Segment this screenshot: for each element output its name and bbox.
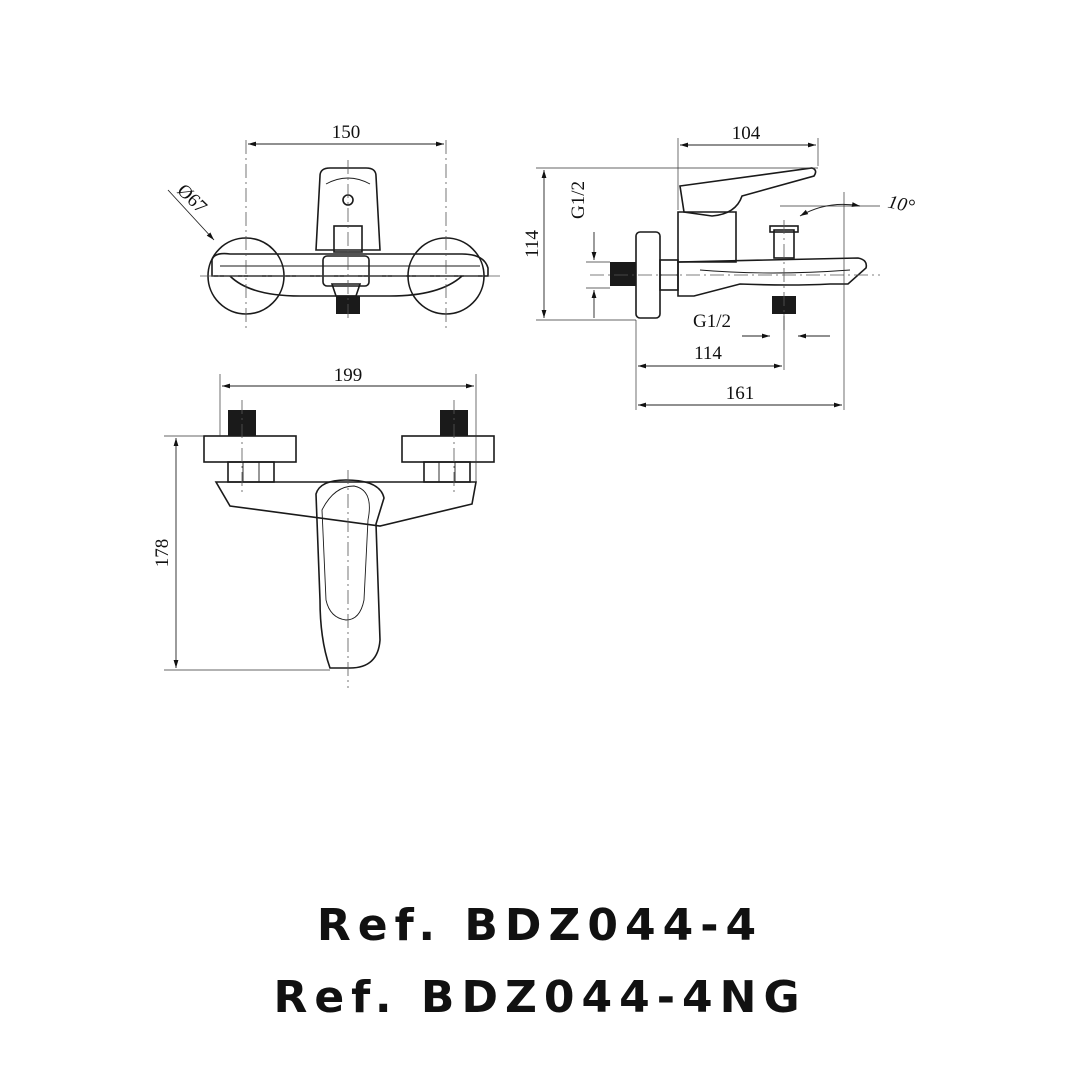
reference-line-1: Ref. BDZ044-4 xyxy=(316,900,764,951)
dim-arc-angle xyxy=(799,202,861,217)
dim-top-width: 199 xyxy=(334,365,363,386)
dim-side-depth-mid: 114 xyxy=(694,343,722,364)
top-left-nut xyxy=(227,461,275,483)
top-right-flange xyxy=(401,435,495,463)
dim-side-depth-top: 104 xyxy=(732,123,761,144)
side-spout xyxy=(677,257,868,297)
dim-top-length: 178 xyxy=(152,539,173,568)
dim-side-angle: 10° xyxy=(886,192,917,218)
side-inlet-thread xyxy=(610,262,636,286)
top-lever xyxy=(315,479,385,669)
reference-line-2: Ref. BDZ044-4NG xyxy=(273,972,807,1023)
front-body xyxy=(211,252,489,277)
front-view xyxy=(167,140,500,330)
dim-side-depth-total: 161 xyxy=(726,383,755,404)
front-lever xyxy=(315,167,381,251)
dim-flange-diameter: Ø67 xyxy=(173,180,211,218)
dim-leader-diameter xyxy=(167,189,215,241)
dim-side-thread-vertical: G1/2 xyxy=(568,181,589,219)
dim-front-width: 150 xyxy=(332,122,361,143)
side-lever xyxy=(679,167,817,217)
top-left-flange xyxy=(203,435,297,463)
front-diverter-body xyxy=(322,255,370,287)
dim-side-height: 114 xyxy=(522,230,543,258)
top-view xyxy=(164,374,495,688)
top-right-nut xyxy=(423,461,471,483)
side-view xyxy=(536,138,880,410)
top-body xyxy=(214,481,477,527)
dim-side-thread-bottom: G1/2 xyxy=(693,311,731,332)
side-body xyxy=(677,211,737,263)
